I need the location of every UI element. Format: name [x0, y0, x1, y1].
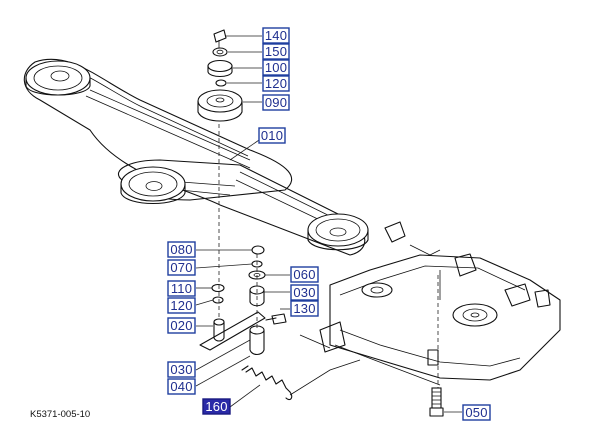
svg-text:020: 020	[170, 318, 192, 333]
svg-text:060: 060	[293, 267, 315, 282]
left-pulley-drawing	[25, 60, 91, 96]
svg-text:100: 100	[265, 60, 287, 75]
svg-text:110: 110	[171, 281, 192, 296]
svg-text:030: 030	[170, 362, 192, 377]
callout-130[interactable]: 130	[290, 300, 319, 317]
callout-050[interactable]: 050	[462, 404, 491, 421]
callout-150[interactable]: 150	[262, 43, 290, 60]
callout-160[interactable]: 160	[202, 398, 231, 415]
svg-text:010: 010	[261, 128, 283, 143]
svg-text:080: 080	[170, 242, 192, 257]
figure-code: K5371-005-10	[30, 409, 90, 420]
tension-arm-drawing	[199, 245, 287, 356]
callout-090[interactable]: 090	[262, 94, 290, 111]
svg-text:130: 130	[293, 301, 315, 316]
callout-110[interactable]: 110	[167, 280, 196, 297]
spring-drawing	[241, 359, 361, 401]
svg-text:150: 150	[265, 44, 287, 59]
right-pulley-drawing	[307, 213, 369, 251]
callout-120-left[interactable]: 120	[167, 297, 196, 314]
callout-030-right[interactable]: 030	[290, 284, 319, 301]
callout-020[interactable]: 020	[167, 317, 196, 334]
svg-text:120: 120	[265, 76, 287, 91]
callout-040[interactable]: 040	[167, 378, 196, 395]
middle-pulley-drawing	[120, 166, 186, 205]
svg-text:160: 160	[205, 399, 227, 414]
callout-070[interactable]: 070	[167, 259, 196, 276]
callout-030-left[interactable]: 030	[167, 361, 196, 378]
svg-text:040: 040	[170, 379, 192, 394]
svg-text:070: 070	[170, 260, 192, 275]
leader-lines	[195, 35, 462, 413]
callout-010[interactable]: 010	[258, 127, 286, 144]
svg-text:120: 120	[170, 298, 192, 313]
svg-text:030: 030	[293, 285, 315, 300]
callout-100[interactable]: 100	[262, 59, 290, 76]
mower-deck-drawing	[299, 221, 561, 400]
callout-120-top[interactable]: 120	[262, 75, 290, 92]
callout-140[interactable]: 140	[262, 27, 290, 44]
callout-060[interactable]: 060	[290, 266, 319, 283]
idler-stack-drawing	[197, 29, 243, 250]
callout-080[interactable]: 080	[167, 241, 196, 258]
svg-text:140: 140	[265, 28, 287, 43]
svg-text:050: 050	[465, 405, 487, 420]
bolt-drawing	[429, 387, 444, 417]
svg-text:090: 090	[265, 95, 287, 110]
